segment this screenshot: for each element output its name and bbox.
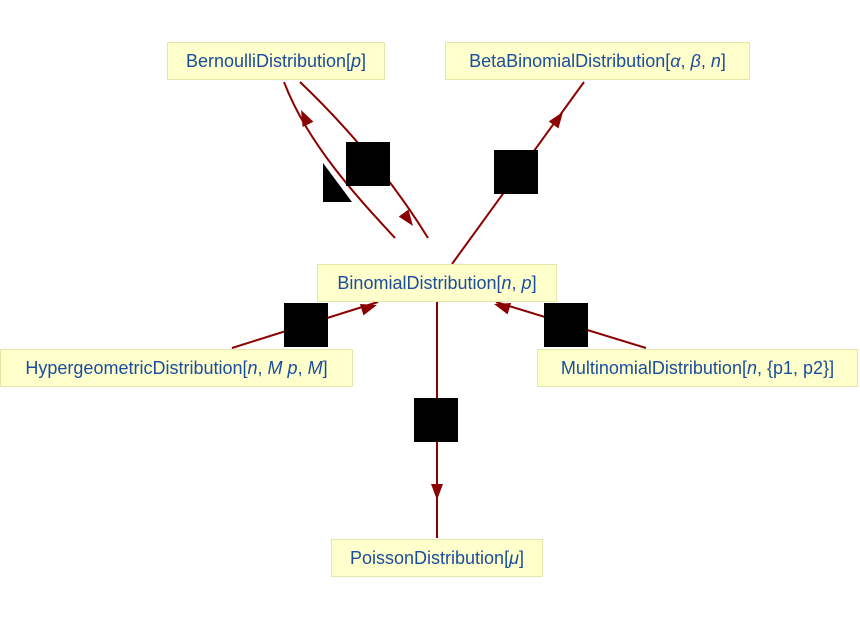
node-hypergeometric[interactable]: HypergeometricDistribution[n, M p, M]	[0, 349, 353, 387]
edge-binomial-to-bernoulli	[283, 81, 396, 239]
node-label: BetaBinomialDistribution[α, β, n]	[469, 51, 726, 71]
arrowhead-to-bernoulli	[301, 110, 314, 128]
node-binomial[interactable]: BinomialDistribution[n, p]	[317, 264, 557, 302]
node-bernoulli[interactable]: BernoulliDistribution[p]	[167, 42, 385, 80]
node-multinomial[interactable]: MultinomialDistribution[n, {p1, p2}]	[537, 349, 858, 387]
node-label: BinomialDistribution[n, p]	[337, 273, 537, 293]
arrowhead-to-poisson	[431, 484, 443, 500]
arrowhead-to-binomial-from-bernoulli	[398, 209, 413, 226]
node-label: HypergeometricDistribution[n, M p, M]	[25, 358, 328, 378]
edge-label-box	[346, 142, 390, 186]
node-label: BernoulliDistribution[p]	[185, 51, 367, 71]
node-label: PoissonDistribution[μ]	[350, 548, 524, 568]
node-betabinomial[interactable]: BetaBinomialDistribution[α, β, n]	[445, 42, 750, 80]
arrowhead-to-betabinomial	[548, 112, 563, 129]
edge-label-box	[414, 398, 458, 442]
arrowhead-to-binomial-from-hypergeometric	[359, 303, 377, 316]
node-label: MultinomialDistribution[n, {p1, p2}]	[560, 358, 835, 378]
edge-label-box	[284, 303, 328, 347]
node-poisson[interactable]: PoissonDistribution[μ]	[331, 539, 543, 577]
edge-label-box	[494, 150, 538, 194]
arrowhead-to-binomial-from-multinomial	[494, 302, 512, 315]
edge-label-box	[544, 303, 588, 347]
